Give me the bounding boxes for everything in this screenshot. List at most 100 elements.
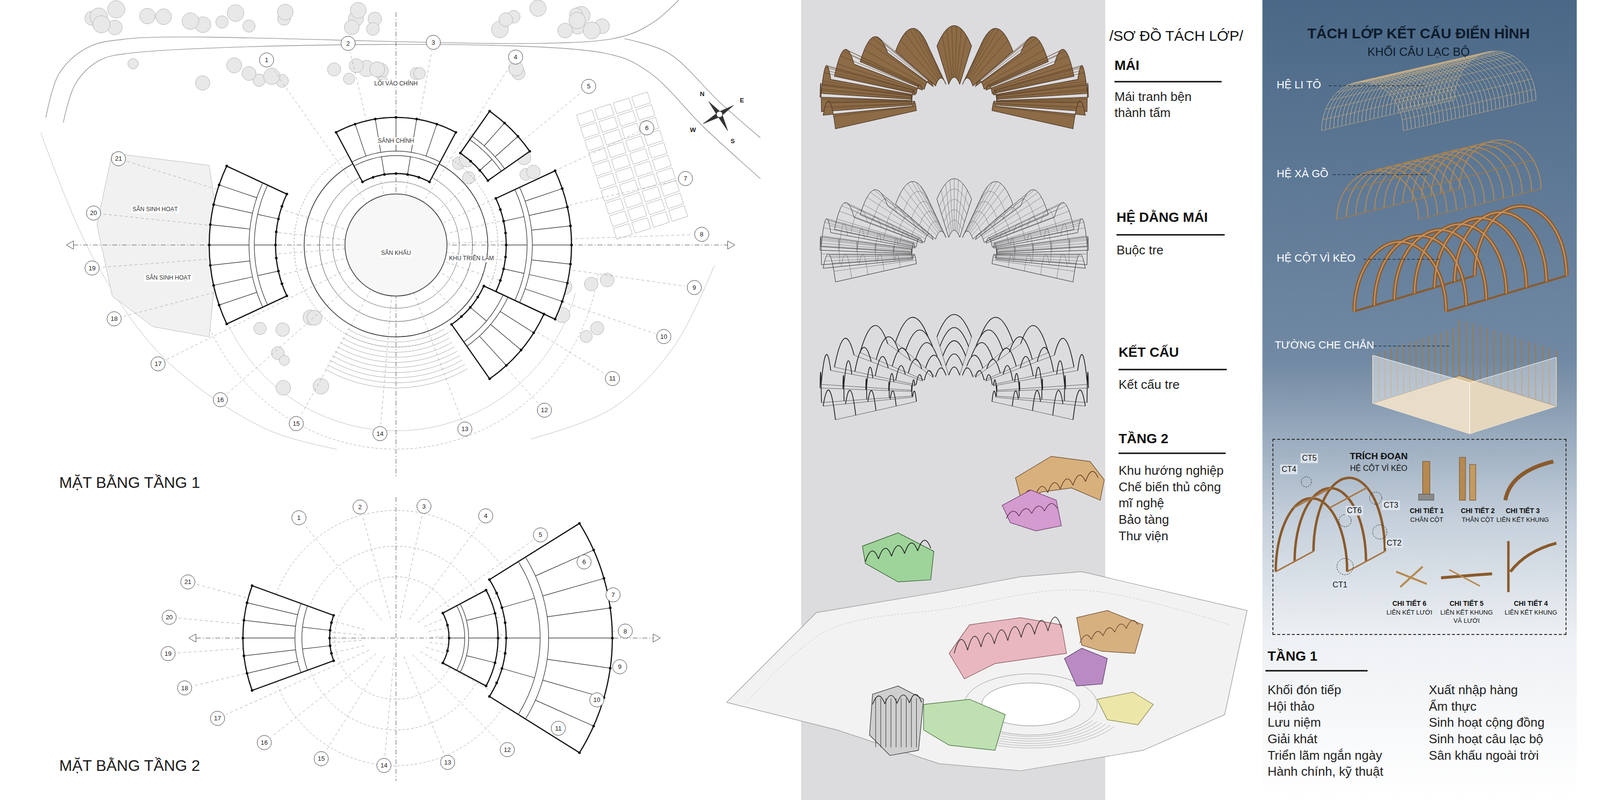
mesh-line: [824, 256, 913, 262]
bamboo-arch: [925, 355, 942, 369]
layer-heading: TẦNG 1: [1267, 647, 1318, 665]
bamboo-beam: [995, 396, 1086, 406]
axis-number: 11: [609, 374, 616, 383]
axis-number: 6: [644, 123, 649, 132]
tree-symbol: [242, 66, 257, 81]
upper-floor-block: [1002, 489, 1062, 531]
thatch-line: [990, 55, 1069, 87]
column-dot: [394, 115, 397, 119]
detail-title: CHI TIẾT 5: [1449, 598, 1484, 608]
mesh-line: [956, 183, 963, 232]
axis-bubble: [162, 610, 177, 625]
bamboo-arch: [876, 336, 900, 360]
mesh-line: [996, 238, 1089, 249]
column-dot: [495, 681, 498, 684]
room-wall: [210, 261, 250, 266]
mesh-line: [919, 211, 940, 226]
detail-note: CHÂN CỘT: [1410, 515, 1444, 524]
axis-bubble: [376, 758, 391, 773]
column-detail: [1469, 464, 1476, 501]
thatch-line: [842, 50, 919, 85]
tree-symbol: [498, 12, 513, 27]
mesh-line: [954, 178, 955, 231]
mesh-line: [1056, 254, 1068, 279]
room-wall: [479, 335, 507, 365]
bamboo-post: [885, 697, 887, 747]
parking-lot: [576, 92, 688, 240]
vault-curve: [1019, 508, 1032, 516]
amphitheatre-step: [345, 333, 447, 347]
bamboo-arch: [859, 325, 888, 353]
bamboo-arch: [1012, 390, 1019, 407]
parking-stall: [631, 217, 651, 233]
parking-stall: [633, 161, 653, 177]
bamboo-arch: [1020, 325, 1049, 353]
bamboo-beam: [996, 395, 1088, 403]
mesh-line: [946, 219, 962, 230]
parking-stall: [645, 198, 665, 215]
parking-stall: [648, 142, 668, 159]
mesh-line: [911, 201, 936, 219]
thatch-line: [957, 35, 967, 81]
wall-slat: [1466, 321, 1468, 379]
thatch-line: [824, 103, 914, 107]
mesh-line: [966, 221, 982, 232]
axis-bubble: [341, 36, 356, 51]
axis-bubble: [440, 755, 455, 770]
vault-curve: [967, 636, 982, 651]
parking-stall: [617, 110, 637, 127]
list-item: Thư viện: [1118, 527, 1169, 545]
column-dot: [209, 263, 212, 267]
column-dot: [504, 636, 508, 640]
grid-axis: [362, 515, 391, 619]
thatch-line: [995, 72, 1085, 93]
axis-bubble: [259, 52, 274, 67]
axis-number: 13: [461, 424, 469, 433]
axis-bubble: [687, 280, 702, 295]
bamboo-arch: [942, 340, 966, 357]
mesh-line: [965, 185, 989, 233]
room-wall: [219, 292, 258, 305]
layer-label: HỆ XÀ GỒ: [1276, 166, 1329, 181]
tree-symbol: [313, 378, 329, 394]
thatch-line: [996, 98, 1088, 101]
mesh-line: [993, 254, 1080, 256]
column-dot: [609, 666, 612, 670]
tree-symbol: [327, 62, 341, 76]
column-dot: [245, 601, 248, 604]
parking-stall: [656, 167, 676, 184]
bamboo-beam: [962, 337, 980, 376]
longitudinal-member: [1390, 142, 1513, 173]
mesh-line: [983, 204, 1045, 239]
thatch-roof: [991, 100, 1086, 129]
mesh-line: [943, 209, 965, 223]
thatch-line: [967, 28, 995, 79]
axis-bubble: [177, 680, 192, 695]
room-wall: [257, 270, 279, 276]
room-wall: [466, 612, 495, 621]
roof-mesh: [991, 254, 1086, 282]
column-dot: [285, 192, 288, 196]
room-wall: [381, 156, 385, 175]
bamboo-post: [916, 697, 917, 747]
column-detail: [1422, 461, 1431, 497]
room-wall: [535, 549, 594, 576]
room-wall: [302, 626, 330, 631]
central-plaza: [345, 194, 447, 297]
column-dot: [277, 269, 280, 273]
room-wall: [500, 311, 534, 333]
parking-stall: [664, 193, 684, 209]
frame-arch: [1275, 497, 1348, 572]
axis-number: 10: [660, 332, 668, 341]
vault-curve: [884, 695, 897, 704]
mesh-line: [898, 215, 916, 231]
column-dot: [245, 671, 248, 675]
vault-curve: [954, 639, 968, 654]
longitudinal-member: [1410, 160, 1534, 191]
mesh-line: [978, 190, 1032, 234]
parking-stall: [613, 98, 633, 114]
building-wing: [443, 590, 499, 686]
vault-curve: [872, 695, 885, 705]
room-wall: [506, 244, 528, 246]
list-item: Hành chính, kỹ thuật: [1267, 763, 1384, 780]
